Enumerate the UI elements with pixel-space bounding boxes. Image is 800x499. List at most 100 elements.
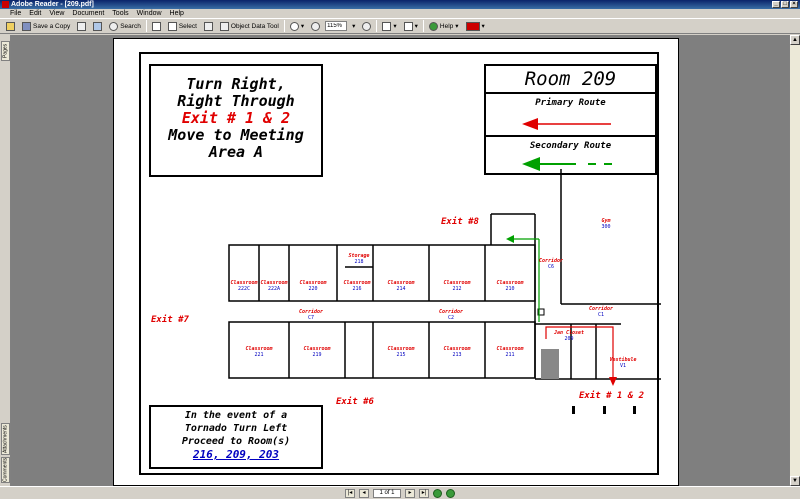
- room-number: 220: [308, 286, 317, 292]
- primary-route-arrow: [522, 118, 611, 130]
- save-copy-button[interactable]: Save a Copy: [20, 20, 72, 32]
- corridor-label: Corridor: [589, 306, 613, 312]
- last-page-button[interactable]: ▸|: [419, 488, 429, 498]
- menu-tools[interactable]: Tools: [112, 10, 129, 17]
- help-button[interactable]: Help▾: [427, 20, 461, 32]
- maximize-button[interactable]: □: [781, 1, 789, 8]
- room-number: 221: [254, 352, 263, 358]
- yahoo-button[interactable]: ▾: [464, 20, 487, 32]
- status-bar: |◂ ◂ 1 of 1 ▸ ▸|: [0, 486, 800, 499]
- primary-route-path: [545, 326, 614, 379]
- instruction-line-5: Area A: [208, 143, 264, 161]
- comments-tab[interactable]: Comments: [1, 457, 10, 483]
- fit-page-button[interactable]: ▾: [380, 20, 398, 32]
- menu-window[interactable]: Window: [136, 10, 162, 17]
- room-number: 222C: [238, 286, 250, 292]
- title-bar: Adobe Reader - [209.pdf] _ □ ×: [0, 0, 800, 9]
- object-data-label: Object Data Tool: [230, 22, 279, 30]
- room-label: Classroom: [443, 280, 470, 286]
- attachments-tab[interactable]: Attachments: [1, 423, 10, 455]
- stairwell: [541, 349, 559, 379]
- help-icon: [428, 21, 438, 31]
- secondary-route-arrowhead: [506, 235, 514, 243]
- pages-tab[interactable]: Pages: [1, 41, 10, 61]
- scroll-up-button[interactable]: ▲: [790, 35, 800, 45]
- minimize-button[interactable]: _: [772, 1, 780, 8]
- menu-view[interactable]: View: [49, 10, 65, 17]
- hand-icon: [151, 21, 161, 31]
- vertical-scrollbar[interactable]: ▲ ▼: [789, 35, 800, 486]
- open-button[interactable]: [4, 20, 17, 32]
- toolbar-separator: [145, 20, 147, 32]
- secondary-route-label: Secondary Route: [529, 141, 612, 151]
- room-label: Classroom: [299, 280, 326, 286]
- search-label: Search: [120, 22, 141, 30]
- snapshot-button[interactable]: [202, 20, 215, 32]
- menu-edit[interactable]: Edit: [29, 10, 42, 17]
- go-forward-button[interactable]: [446, 488, 455, 498]
- room-number: 219: [312, 352, 321, 358]
- instructions-box: Turn Right, Right Through Exit # 1 & 2 M…: [149, 64, 323, 177]
- toolbar-separator: [376, 20, 378, 32]
- adobe-reader-icon: [2, 1, 9, 8]
- hand-tool-button[interactable]: [150, 20, 163, 32]
- room-number: 214: [396, 286, 405, 292]
- room-label: Vestibule: [609, 357, 636, 363]
- select-label: Select: [178, 22, 197, 30]
- menu-help[interactable]: Help: [169, 10, 184, 17]
- room-number: 218: [354, 259, 363, 265]
- camera-icon: [203, 21, 213, 31]
- exit-7-label: Exit #7: [151, 314, 190, 325]
- toolbar: Save a Copy Search Select Object Data To…: [0, 18, 800, 34]
- previous-page-button[interactable]: ◂: [359, 488, 369, 498]
- upper-wing-wall: [228, 244, 536, 302]
- scroll-down-button[interactable]: ▼: [790, 476, 800, 486]
- menu-document[interactable]: Document: [72, 10, 105, 17]
- room-number: 210: [505, 286, 514, 292]
- zoom-out-button[interactable]: [309, 20, 322, 32]
- save-icon: [22, 21, 31, 31]
- instruction-line-2: Right Through: [177, 92, 295, 110]
- lower-wing-wall: [228, 321, 536, 379]
- corridor-label: Corridor: [299, 309, 323, 315]
- rotate-button[interactable]: ▾: [402, 20, 420, 32]
- window-controls: _ □ ×: [772, 1, 798, 8]
- exit-6-label: Exit #6: [336, 396, 375, 407]
- room-label: Classroom: [387, 346, 414, 352]
- room-number: 215: [396, 352, 405, 358]
- floor-plan: Classroom 222C Classroom 222A Classroom …: [151, 169, 661, 414]
- go-back-button[interactable]: [433, 488, 442, 498]
- corridor-number: C1: [598, 312, 604, 318]
- instruction-line-1: Turn Right,: [186, 75, 286, 93]
- select-button[interactable]: Select: [166, 20, 199, 32]
- next-page-button[interactable]: ▸: [405, 488, 415, 498]
- magnifier-icon: [289, 21, 299, 31]
- zoom-dropdown-button[interactable]: ▾: [352, 23, 356, 30]
- zoom-tool-button[interactable]: ▾: [288, 20, 306, 32]
- zoom-in-icon: [362, 21, 372, 31]
- toolbar-separator: [422, 20, 424, 32]
- rotate-icon: [403, 21, 413, 31]
- room-label: Gym: [601, 218, 610, 224]
- object-data-icon: [219, 21, 229, 31]
- room-label: Classroom: [496, 346, 523, 352]
- save-copy-label: Save a Copy: [33, 22, 71, 30]
- zoom-out-icon: [311, 21, 321, 31]
- object-data-tool-button[interactable]: Object Data Tool: [218, 20, 281, 32]
- room-number: 212: [452, 286, 461, 292]
- first-page-button[interactable]: |◂: [345, 488, 355, 498]
- binoculars-icon: [109, 21, 119, 31]
- folder-icon: [6, 21, 15, 31]
- search-button[interactable]: Search: [107, 20, 143, 32]
- print-button[interactable]: [75, 20, 88, 32]
- zoom-level-input[interactable]: [325, 21, 348, 31]
- page-indicator[interactable]: 1 of 1: [373, 488, 401, 498]
- room-number: 300: [601, 224, 610, 230]
- menu-file[interactable]: File: [10, 10, 22, 17]
- primary-route-label: Primary Route: [535, 98, 606, 108]
- close-button[interactable]: ×: [790, 1, 798, 8]
- corridor-number: C6: [548, 264, 554, 270]
- room-number: 211: [505, 352, 514, 358]
- email-button[interactable]: [91, 20, 104, 32]
- zoom-in-button[interactable]: [360, 20, 373, 32]
